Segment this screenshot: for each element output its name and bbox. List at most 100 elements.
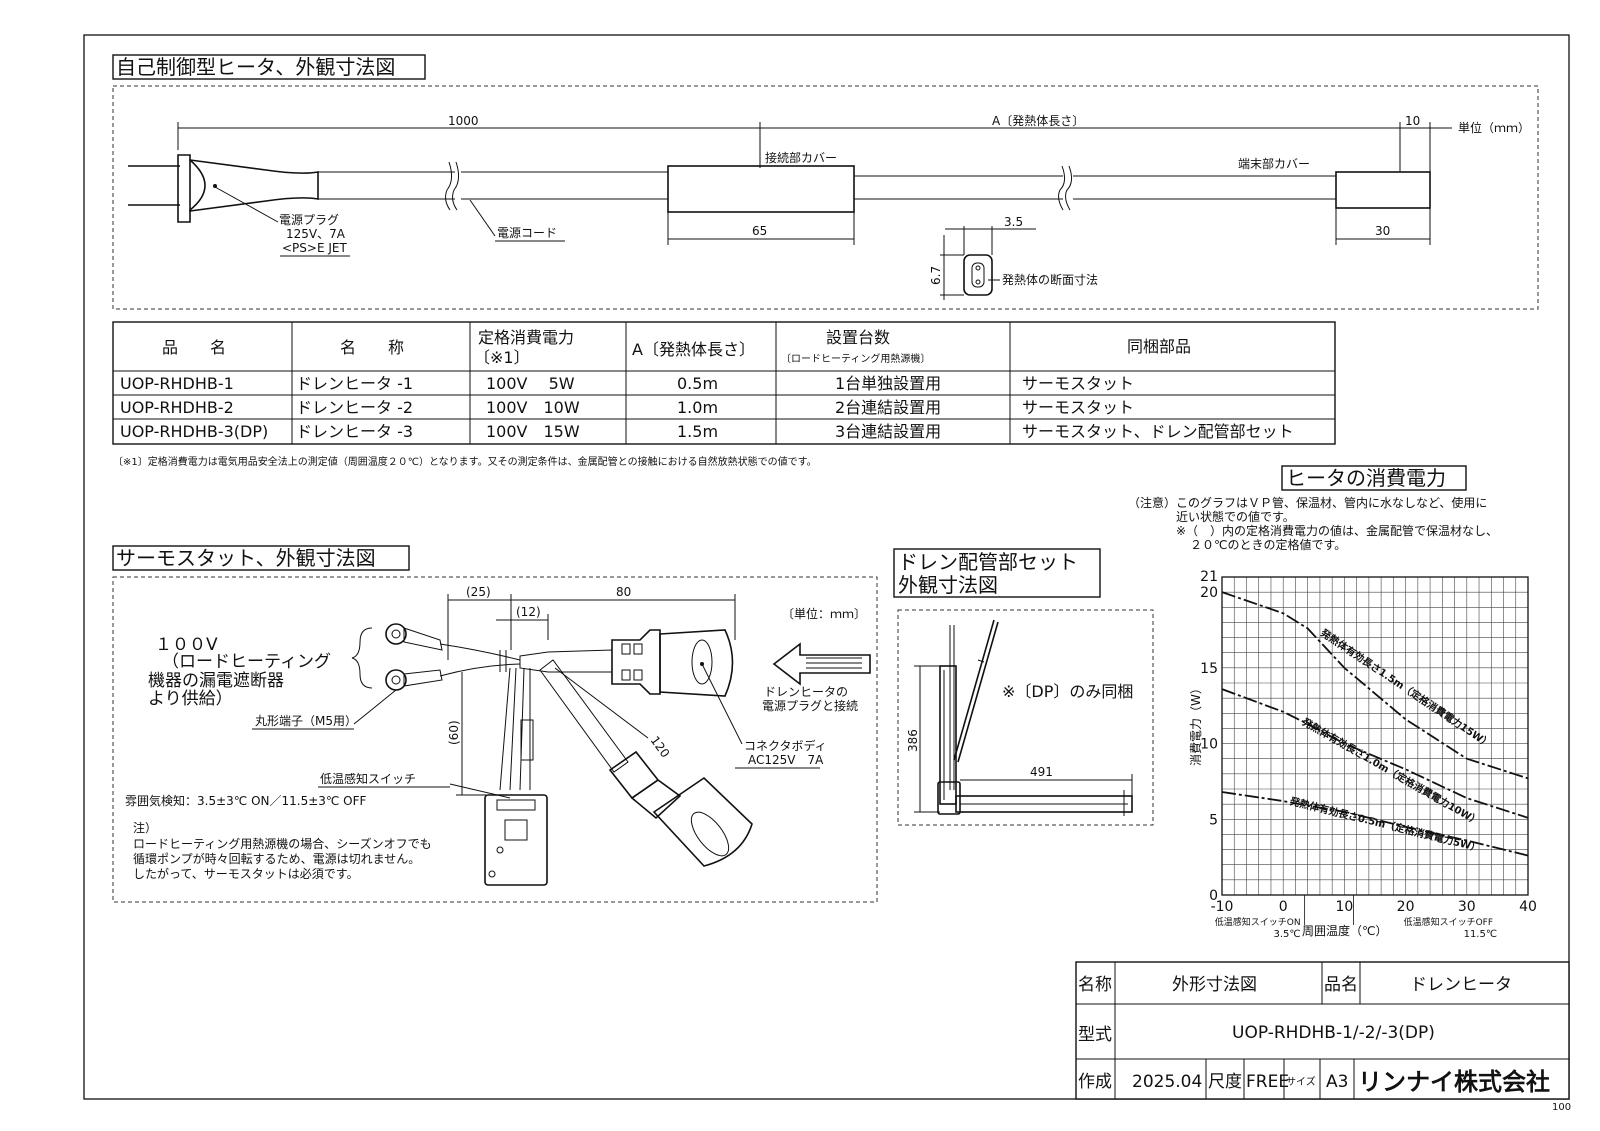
- x-tick-label: 20: [1397, 899, 1415, 915]
- made-label: 作成: [1078, 1072, 1112, 1092]
- x-axis-label: 周囲温度（℃）: [1302, 923, 1387, 938]
- heater-cross-section: [963, 254, 993, 296]
- y-tick-label: 15: [1200, 661, 1218, 677]
- annotation-label: 低温感知スイッチOFF: [1404, 916, 1493, 928]
- drain-section-title-2: 外観寸法図: [898, 573, 998, 597]
- dim-12-label: (12): [516, 605, 541, 619]
- annotation-label: 3.5℃: [1273, 929, 1300, 940]
- company-name: リンナイ株式会社: [1358, 1068, 1550, 1096]
- power-title-box: [1281, 465, 1467, 491]
- drain-section-title-1: ドレン配管部セット: [898, 550, 1078, 574]
- corner-number: 100: [1552, 1102, 1571, 1113]
- dim-386-label: 386: [906, 729, 920, 752]
- y-tick-label: 10: [1200, 737, 1218, 753]
- series-line: [1221, 688, 1529, 819]
- heater-section-title: 自己制御型ヒータ、外観寸法図: [116, 55, 395, 79]
- made-value: 2025.04: [1132, 1072, 1202, 1092]
- table-header-parts: 同梱部品: [1127, 337, 1191, 356]
- annotation-label: 低温感知スイッチON: [1215, 916, 1301, 928]
- table-cell: 100V 15W: [486, 422, 580, 441]
- thermostat-drawing: 〔単位：ｍｍ〕 (25) 80 (12) コネクタボディ: [125, 585, 871, 886]
- thermostat-drawing-frame: [112, 576, 878, 903]
- table-cell: 3台連結設置用: [835, 422, 941, 441]
- low-temp-switch: [484, 794, 548, 886]
- series-line: [1221, 591, 1529, 780]
- plug-note-2: 電源プラグと接続: [762, 698, 858, 713]
- x-tick-label: -10: [1211, 899, 1234, 915]
- drain-drawing: 386 491 ※〔DP〕のみ同梱: [906, 619, 1133, 816]
- thermostat-section-title: サーモスタット、外観寸法図: [116, 546, 376, 570]
- table-cell: ドレンヒータ -3: [296, 422, 413, 441]
- plot-frame: [1221, 576, 1529, 896]
- heater-title-box: [112, 54, 426, 80]
- table-header-units-note: 〔ロードヒーティング用熱源機〕: [781, 352, 930, 365]
- table-cell: サーモスタット: [1022, 374, 1134, 393]
- table-header-power: 定格消費電力: [478, 328, 574, 347]
- power-section-title: ヒータの消費電力: [1286, 466, 1446, 490]
- table-cell: サーモスタット、ドレン配管部セット: [1022, 422, 1294, 441]
- sheet-border: [83, 34, 1570, 1100]
- model-value: UOP-RHDHB-1/-2/-3(DP): [1232, 1023, 1435, 1043]
- table-cell: UOP-RHDHB-1: [120, 374, 234, 393]
- table-cell: ドレンヒータ -1: [296, 374, 413, 393]
- y-tick-label: 0: [1209, 888, 1218, 904]
- table-row: UOP-RHDHB-2 ドレンヒータ -2 100V 10W 1.0m 2台連結…: [120, 398, 1134, 417]
- drain-title-box: [893, 548, 1101, 598]
- product-label: 品名: [1324, 975, 1358, 995]
- note-line-1: ロードヒーティング用熱源機の場合、シーズンオフでも: [133, 836, 432, 851]
- table-cell: ドレンヒータ -2: [296, 398, 413, 417]
- size-value: A3: [1326, 1072, 1348, 1092]
- title-block: 名称 外形寸法図 品名 ドレンヒータ 型式 UOP-RHDHB-1/-2/-3(…: [1075, 961, 1570, 1100]
- name-value: 外形寸法図: [1172, 975, 1257, 995]
- plug-label-1: 電源プラグ: [279, 213, 339, 227]
- x-tick-label: 30: [1458, 899, 1476, 915]
- table-cell: 1.5m: [677, 422, 718, 441]
- end-cover-label: 端末部カバー: [1238, 156, 1310, 171]
- cord-label: 電源コード: [497, 226, 557, 240]
- size-label: サイズ: [1286, 1075, 1316, 1088]
- table-header-product: 品 名: [162, 338, 226, 357]
- dim-65-label: 65: [752, 224, 767, 238]
- table-cell: UOP-RHDHB-3(DP): [120, 422, 268, 441]
- dim-35-label: 3.5: [1004, 215, 1023, 229]
- connection-arrow-icon: [772, 642, 871, 686]
- joint-cover-label: 接続部カバー: [765, 150, 837, 165]
- table-cell: 2台連結設置用: [835, 398, 941, 417]
- dim-80-label: 80: [616, 585, 631, 599]
- table-header-name: 名 称: [340, 338, 404, 357]
- dim-25-label: (25): [466, 585, 491, 599]
- chart-note-3: ※（ ）内の定格消費電力の値は、金属配管で保温材なし、: [1176, 523, 1498, 538]
- x-tick-label: 10: [1335, 899, 1353, 915]
- table-cell: 1.0m: [677, 398, 718, 417]
- table-footnote: 〔※1〕定格消費電力は電気用品安全法上の測定値（周囲温度２０℃）となります。又そ…: [113, 455, 817, 468]
- dim-30-label: 30: [1375, 224, 1390, 238]
- supply-label-3: 機器の漏電遮断器: [148, 671, 284, 691]
- scale-value: FREE: [1246, 1072, 1289, 1092]
- dim-67-label: 6.7: [929, 266, 943, 285]
- x-tick-label: 0: [1279, 899, 1288, 915]
- table-cell: 100V 10W: [486, 398, 580, 417]
- supply-label-4: より供給）: [148, 689, 233, 709]
- y-tick-label: 20: [1200, 585, 1218, 601]
- supply-label-1: １００V: [155, 635, 218, 655]
- table-row: UOP-RHDHB-1 ドレンヒータ -1 100V 5W 0.5m 1台単独設…: [120, 374, 1134, 393]
- connector-label-2: AC125V 7A: [748, 753, 824, 767]
- connector-label-1: コネクタボディ: [744, 738, 827, 753]
- series-line: [1221, 791, 1529, 857]
- table-cell: UOP-RHDHB-2: [120, 398, 234, 417]
- spec-table: 品 名 名 称 定格消費電力 〔※1〕 A〔発熱体長さ〕 設置台数 〔ロードヒー…: [112, 321, 1336, 445]
- table-header-length: A〔発熱体長さ〕: [632, 340, 755, 359]
- table-cell: 1台単独設置用: [835, 374, 941, 393]
- dim-1000-label: 1000: [448, 114, 479, 128]
- y-tick-label: 5: [1209, 812, 1218, 828]
- chart-note-1: （注意）このグラフはＶＰ管、保温材、管内に水なしなど、使用に: [1128, 495, 1487, 510]
- chart-note-2: 近い状態での値です。: [1176, 509, 1295, 524]
- cross-section-label: 発熱体の断面寸法: [1002, 272, 1098, 287]
- product-value: ドレンヒータ: [1410, 975, 1512, 995]
- scale-label: 尺度: [1208, 1072, 1242, 1092]
- heater-drawing: 1000 A〔発熱体長さ〕 10 単位（ｍｍ） 接続部カバー 端末部カバー 電源…: [128, 114, 1530, 300]
- name-label: 名称: [1078, 975, 1112, 995]
- table-cell: 0.5m: [677, 374, 718, 393]
- heater-drawing-frame: [112, 85, 1539, 310]
